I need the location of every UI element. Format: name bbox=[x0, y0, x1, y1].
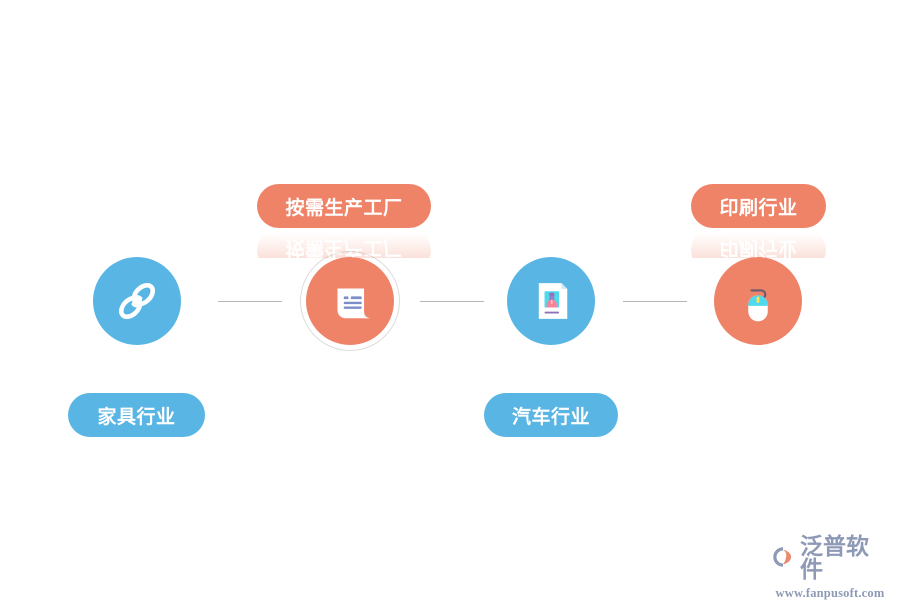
connector-line-1 bbox=[218, 301, 282, 302]
reflection-text: 按需生产工厂 bbox=[257, 228, 431, 258]
watermark-brand: 泛普软件 bbox=[800, 534, 869, 583]
computer-mouse-icon bbox=[732, 275, 784, 327]
connector-line-3 bbox=[623, 301, 687, 302]
label-printing-industry[interactable]: 印刷行业 bbox=[691, 184, 826, 228]
node-printing-industry[interactable] bbox=[714, 257, 802, 345]
label-on-demand-factory[interactable]: 按需生产工厂 bbox=[257, 184, 431, 228]
label-furniture-industry[interactable]: 家具行业 bbox=[68, 393, 205, 437]
label-reflection-on-demand-factory: 按需生产工厂 bbox=[257, 228, 431, 258]
node-furniture-industry[interactable] bbox=[93, 257, 181, 345]
reflection-text: 印刷行业 bbox=[691, 228, 826, 258]
scroll-document-icon bbox=[325, 276, 375, 326]
watermark: 泛普软件 www.fanpusoft.com bbox=[770, 536, 890, 600]
label-reflection-printing-industry: 印刷行业 bbox=[691, 228, 826, 258]
connector-line-2 bbox=[420, 301, 484, 302]
watermark-url: www.fanpusoft.com bbox=[775, 586, 885, 600]
label-automotive-industry[interactable]: 汽车行业 bbox=[484, 393, 618, 437]
watermark-row: 泛普软件 bbox=[770, 536, 890, 582]
id-card-icon bbox=[525, 275, 577, 327]
chain-link-icon bbox=[110, 274, 164, 328]
node-on-demand-factory[interactable] bbox=[306, 257, 394, 345]
node-automotive-industry[interactable] bbox=[507, 257, 595, 345]
fanpu-logo-icon bbox=[770, 544, 796, 574]
